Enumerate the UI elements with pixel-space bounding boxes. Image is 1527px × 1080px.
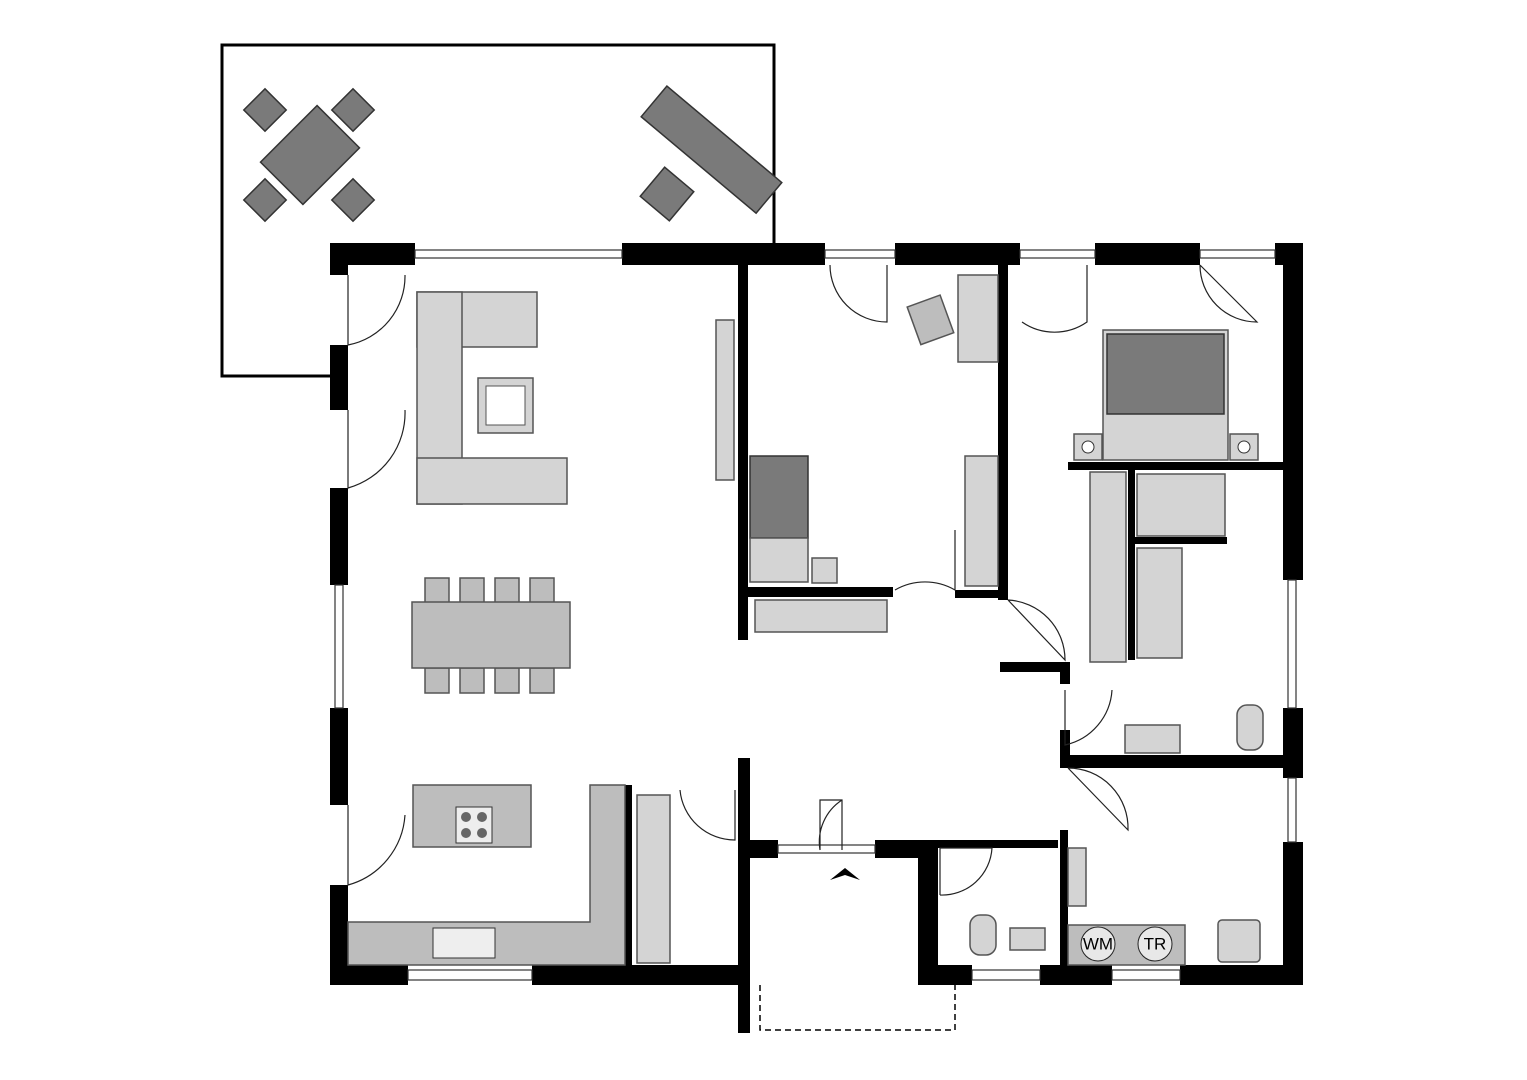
tv-sideboard [715, 319, 735, 481]
washing-machine-label: WM [1083, 935, 1113, 954]
office [749, 274, 999, 633]
terrace-dining-set [242, 87, 376, 223]
washing-machine: WM [1080, 926, 1116, 962]
utility-room: WM TR [1067, 847, 1261, 966]
doors[interactable] [347, 264, 1259, 1031]
entry-arrow-icon [830, 868, 860, 880]
bedroom [1073, 329, 1259, 663]
walls [330, 243, 1303, 1033]
bathroom [1124, 473, 1264, 754]
windows [334, 249, 1297, 981]
living-sofa [416, 291, 568, 505]
kitchen [347, 784, 671, 966]
dining-table [411, 577, 571, 694]
dryer-label: TR [1144, 935, 1167, 954]
sink-icon [432, 927, 496, 959]
dryer: TR [1137, 926, 1173, 962]
guest-wc [969, 914, 1046, 956]
terrace-outline [220, 43, 776, 378]
cooktop-icon [455, 806, 493, 844]
terrace-lounger [639, 85, 783, 222]
entry-canopy-outline [759, 985, 956, 1031]
